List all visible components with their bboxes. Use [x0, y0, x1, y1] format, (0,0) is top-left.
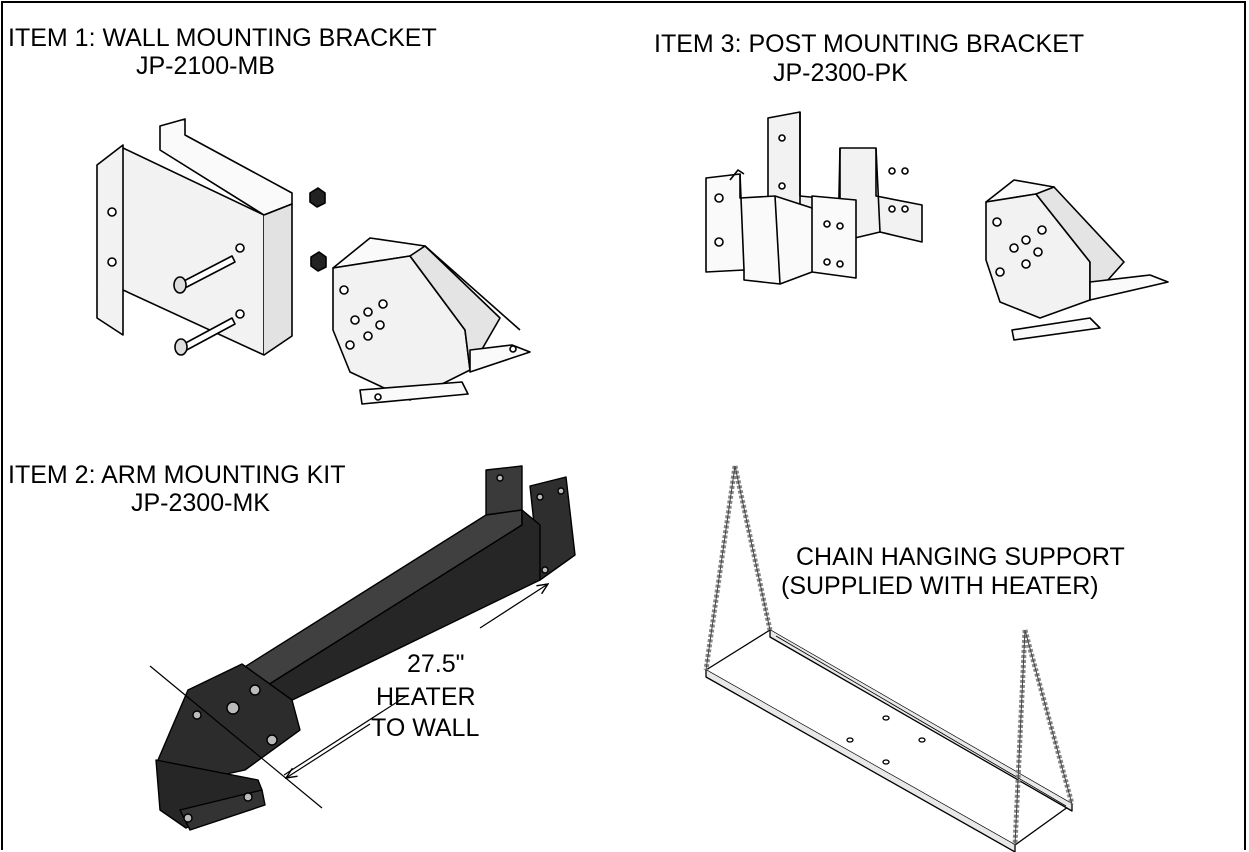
dimension-line1: HEATER [376, 683, 476, 711]
chain-support-line1: CHAIN HANGING SUPPORT [796, 543, 1125, 571]
item3-title: ITEM 3: POST MOUNTING BRACKET [654, 30, 1085, 58]
dimension-line2: TO WALL [371, 714, 480, 742]
dimension-value: 27.5" [407, 650, 465, 678]
arm-kit-illustration [149, 465, 576, 831]
item1-title: ITEM 1: WALL MOUNTING BRACKET [8, 24, 437, 52]
item3-part-number: JP-2300-PK [773, 59, 908, 87]
item2-part-number: JP-2300-MK [131, 489, 270, 517]
chain-support-illustration [703, 465, 1075, 852]
wall-bracket-illustration [96, 118, 531, 405]
chain-support-line2: (SUPPLIED WITH HEATER) [781, 572, 1099, 600]
post-bracket-illustration [705, 111, 1169, 341]
item2-title: ITEM 2: ARM MOUNTING KIT [8, 461, 346, 489]
item1-part-number: JP-2100-MB [136, 52, 275, 80]
